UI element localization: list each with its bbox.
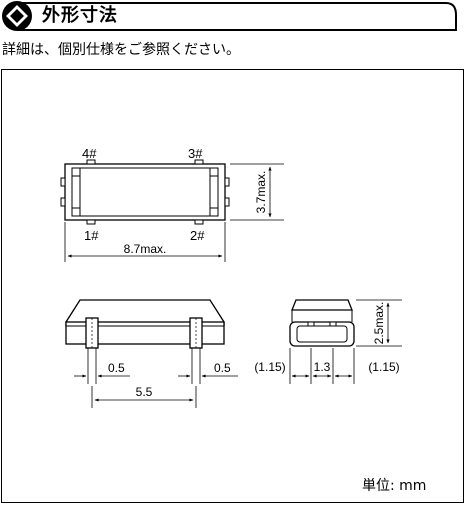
pin-label-4: 4#	[82, 146, 97, 161]
pin-label-2: 2#	[190, 228, 205, 243]
header-frame	[2, 1, 457, 31]
diamond-bullet-icon	[2, 1, 32, 31]
side-height-label: 2.5max.	[372, 302, 386, 345]
left-gap-label: (1.15)	[254, 360, 285, 374]
pin-label-1: 1#	[84, 228, 99, 243]
top-view	[60, 159, 284, 262]
intro-text: 詳細は、個別仕様をご参照ください。	[2, 42, 240, 58]
page-title: 外形寸法	[42, 5, 118, 26]
section-header: 外形寸法	[0, 0, 458, 34]
height-dimension-label: 3.7max.	[254, 171, 268, 214]
right-gap-label: (1.15)	[368, 360, 399, 374]
center-gap-label: 1.3	[314, 360, 331, 374]
width-dimension-label: 8.7max.	[124, 242, 167, 256]
pin-width-label-left: 0.5	[108, 361, 125, 375]
front-view	[65, 299, 238, 408]
pin-pitch-label: 5.5	[136, 385, 153, 399]
pin-width-label-right: 0.5	[214, 361, 231, 375]
drawing-frame	[1, 69, 464, 503]
unit-note: 単位: mm	[362, 478, 427, 494]
pin-label-3: 3#	[188, 146, 203, 161]
side-view	[289, 299, 402, 384]
